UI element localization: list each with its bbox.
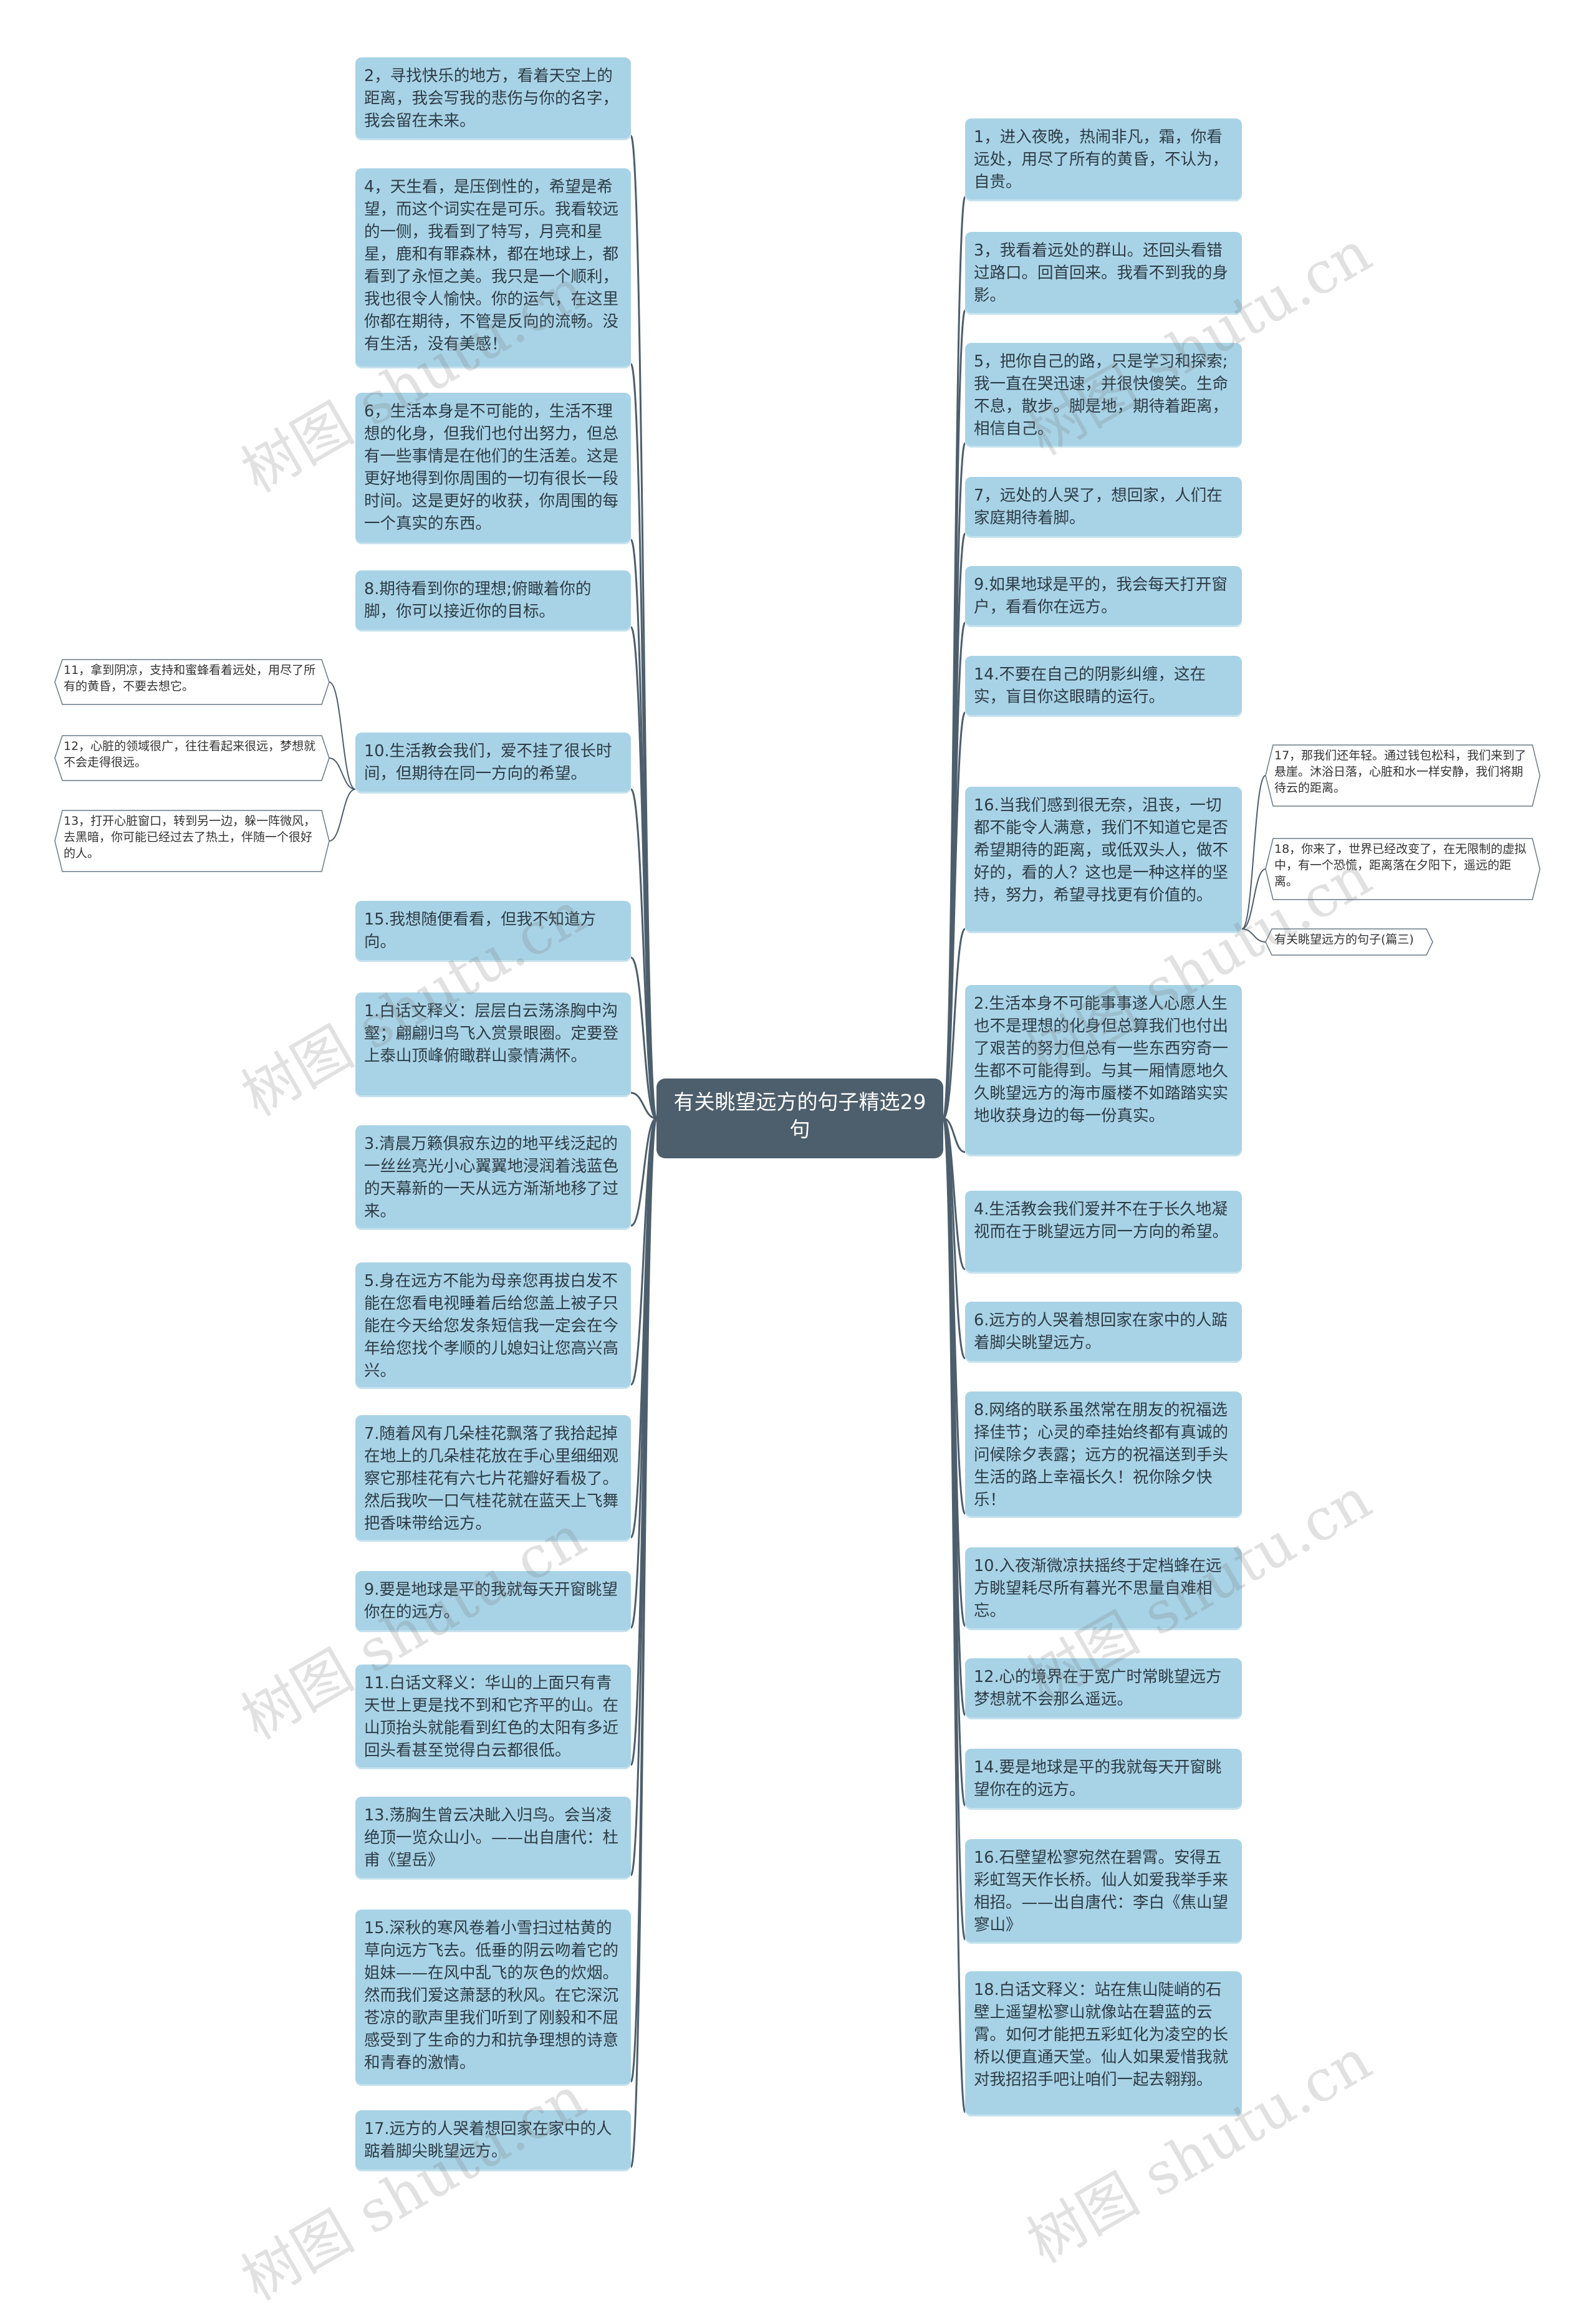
- connector-lines: [329, 135, 1266, 2168]
- connector: [1241, 775, 1266, 930]
- leaf-outline: [1265, 744, 1541, 807]
- leaf-outline: [1265, 838, 1541, 900]
- connector: [630, 1092, 657, 1120]
- connector: [1241, 928, 1266, 943]
- leaf-outline: [54, 810, 330, 872]
- right-node[interactable]: 7，远处的人哭了，想回家，人们在家庭期待着脚。: [965, 477, 1242, 536]
- connector: [943, 1117, 966, 1153]
- connector: [942, 1117, 966, 2113]
- right-node[interactable]: 9.如果地球是平的，我会每天打开窗户，看看你在远方。: [965, 566, 1242, 625]
- left-node[interactable]: 17.远方的人哭着想回家在家中的人踮着脚尖眺望远方。: [355, 2110, 631, 2169]
- right-node[interactable]: 10.入夜渐微凉扶摇终于定档蜂在远方眺望耗尽所有暮光不思量自难相忘。: [965, 1547, 1242, 1628]
- leaf-outline: [54, 659, 330, 705]
- right-node[interactable]: 4.生活教会我们爱并不在于长久地凝视而在于眺望远方同一方向的希望。: [965, 1191, 1242, 1272]
- connector: [630, 1117, 658, 1876]
- right-node[interactable]: 5，把你自己的路，只是学习和探索;我一直在哭迅速，并很快傻笑。生命不息，散步。脚…: [965, 343, 1242, 446]
- connector: [942, 309, 966, 1120]
- left-leaf[interactable]: 13，打开心脏窗口，转到另一边，躲一阵微风，去黑暗，你可能已经过去了热土，伴随一…: [54, 810, 330, 872]
- right-node[interactable]: 8.网络的联系虽然常在朋友的祝福选择佳节；心灵的牵挂始终都有真诚的问候除夕表露；…: [965, 1391, 1242, 1516]
- leaf-outline: [54, 735, 330, 781]
- connector: [630, 1117, 657, 1227]
- left-node[interactable]: 8.期待看到你的理想;俯瞰着你的脚，你可以接近你的目标。: [355, 570, 631, 630]
- right-node[interactable]: 12.心的境界在于宽广时常眺望远方梦想就不会那么遥远。: [965, 1658, 1242, 1718]
- right-node[interactable]: 16.石壁望松寥宛然在碧霄。安得五彩虹驾天作长桥。仙人如爱我举手来相招。——出自…: [965, 1839, 1242, 1942]
- leaf-outline: [1265, 928, 1433, 956]
- left-node[interactable]: 3.清晨万籁俱寂东边的地平线泛起的一丝丝亮光小心翼翼地浸润着浅蓝色的天幕新的一天…: [355, 1125, 631, 1228]
- left-node[interactable]: 5.身在远方不能为母亲您再拔白发不能在您看电视睡着后给您盖上被子只能在今天给您发…: [355, 1262, 631, 1387]
- connector: [942, 928, 966, 1120]
- left-node[interactable]: 11.白话文释义：华山的上面只有青天世上更是找不到和它齐平的山。在山顶抬头就能看…: [355, 1665, 631, 1767]
- connector: [942, 711, 966, 1120]
- root-node[interactable]: 有关眺望远方的句子精选29句: [656, 1079, 943, 1158]
- left-node[interactable]: 4，天生看，是压倒性的，希望是希望，而这个词实在是可乐。我看较远的一侧，我看到了…: [355, 168, 631, 367]
- right-node[interactable]: 1，进入夜晚，热闹非凡，霜，你看远处，用尽了所有的黄昏，不认为，自贵。: [965, 118, 1242, 199]
- left-leaf[interactable]: 11，拿到阴凉，支持和蜜蜂看着远处，用尽了所有的黄昏，不要去想它。: [54, 659, 330, 705]
- connector: [630, 1117, 658, 2168]
- right-leaf[interactable]: 有关眺望远方的句子(篇三): [1265, 928, 1433, 956]
- leaf-text: 18，你来了，世界已经改变了，在无限制的虚拟中，有一个恐慌，距离落在夕阳下，遥远…: [1274, 842, 1527, 888]
- connector: [329, 789, 356, 842]
- leaf-text: 17，那我们还年轻。通过钱包松科，我们来到了悬崖。沐浴日落，心脏和水一样安静，我…: [1274, 749, 1527, 795]
- right-node[interactable]: 6.远方的人哭着想回家在家中的人踮着脚尖眺望远方。: [965, 1302, 1242, 1361]
- leaf-text: 11，拿到阴凉，支持和蜜蜂看着远处，用尽了所有的黄昏，不要去想它。: [64, 663, 316, 693]
- connector: [630, 788, 658, 1120]
- left-node[interactable]: 9.要是地球是平的我就每天开窗眺望你在的远方。: [355, 1571, 631, 1630]
- right-node[interactable]: 2.生活本身不可能事事遂人心愿人生也不是理想的化身但总算我们也付出了艰苦的努力但…: [965, 985, 1242, 1155]
- left-node[interactable]: 15.我想随便看看，但我不知道方向。: [355, 901, 631, 960]
- left-node[interactable]: 15.深秋的寒风卷着小雪扫过枯黄的草向远方飞去。低垂的阴云吻着它的姐妹——在风中…: [355, 1910, 631, 2084]
- connector: [630, 626, 658, 1120]
- left-node[interactable]: 2，寻找快乐的地方，看着天空上的距离，我会写我的悲伤与你的名字，我会留在未来。: [355, 57, 631, 138]
- left-node[interactable]: 1.白话文释义：层层白云荡涤胸中沟壑；翩翩归鸟飞入赏景眼圈。定要登上泰山顶峰俯瞰…: [355, 992, 631, 1095]
- left-node[interactable]: 10.生活教会我们，爱不挂了很长时间，但期待在同一方向的希望。: [355, 733, 631, 792]
- left-node[interactable]: 7.随着风有几朵桂花飘落了我拾起掉在地上的几朵桂花放在手心里细细观察它那桂花有六…: [355, 1415, 631, 1540]
- left-node[interactable]: 6，生活本身是不可能的，生活不理想的化身，但我们也付出努力，但总有一些事情是在他…: [355, 393, 631, 542]
- right-node[interactable]: 14.要是地球是平的我就每天开窗眺望你在的远方。: [965, 1749, 1242, 1808]
- leaf-text: 12，心脏的领域很广，往往看起来很远，梦想就不会走得很远。: [64, 739, 316, 769]
- connector: [630, 363, 658, 1120]
- right-node[interactable]: 14.不要在自己的阴影纠缠，这在实，盲目你这眼睛的运行。: [965, 656, 1242, 715]
- connector: [630, 956, 657, 1120]
- connector: [329, 757, 356, 790]
- leaf-text: 13，打开心脏窗口，转到另一边，躲一阵微风，去黑暗，你可能已经过去了热土，伴随一…: [64, 814, 316, 860]
- connector: [1241, 868, 1266, 930]
- leaf-text: 有关眺望远方的句子(篇三): [1274, 933, 1414, 946]
- right-leaf[interactable]: 18，你来了，世界已经改变了，在无限制的虚拟中，有一个恐慌，距离落在夕阳下，遥远…: [1265, 838, 1541, 900]
- connector: [329, 681, 356, 790]
- right-node[interactable]: 3，我看着远处的群山。还回头看错过路口。回首回来。我看不到我的身影。: [965, 232, 1242, 313]
- mind-map: 有关眺望远方的句子精选29句 2，寻找快乐的地方，看着天空上的距离，我会写我的悲…: [54, 57, 1541, 2314]
- right-node[interactable]: 16.当我们感到很无奈，沮丧，一切都不能令人满意，我们不知道它是否希望期待的距离…: [965, 787, 1242, 931]
- right-node[interactable]: 18.白话文释义：站在焦山陡峭的石壁上遥望松寥山就像站在碧蓝的云霄。如何才能把五…: [965, 1971, 1242, 2115]
- left-node[interactable]: 13.荡胸生曾云决眦入归鸟。会当凌绝顶一览众山小。——出自唐代：杜甫《望岳》: [355, 1797, 631, 1878]
- left-leaf[interactable]: 12，心脏的领域很广，往往看起来很远，梦想就不会走得很远。: [54, 735, 330, 781]
- right-leaf[interactable]: 17，那我们还年轻。通过钱包松科，我们来到了悬崖。沐浴日落，心脏和水一样安静，我…: [1265, 744, 1541, 807]
